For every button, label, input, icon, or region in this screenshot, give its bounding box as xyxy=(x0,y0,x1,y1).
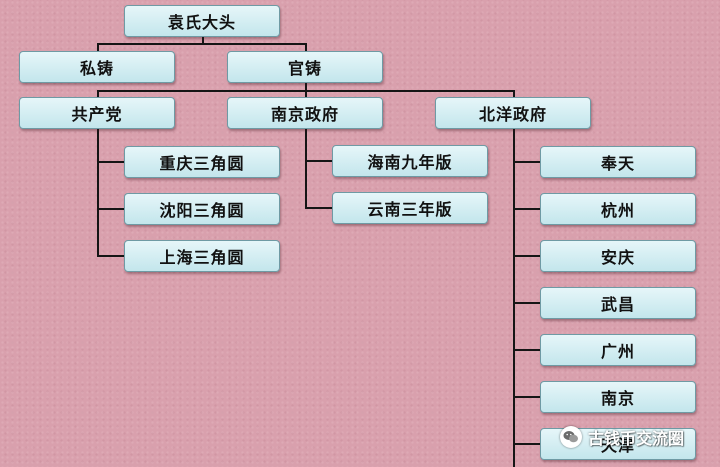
node-beiyang-item: 杭州 xyxy=(540,193,696,225)
connector-nanjing-item-1 xyxy=(305,160,333,162)
node-official-casting: 官铸 xyxy=(227,51,383,83)
node-beiyang-item: 武昌 xyxy=(540,287,696,319)
node-beiyang-item: 奉天 xyxy=(540,146,696,178)
connector-nanjing xyxy=(305,90,307,98)
node-root: 袁氏大头 xyxy=(124,5,280,37)
node-nanjing-item: 云南三年版 xyxy=(332,192,488,224)
connector-nanjing-spine xyxy=(305,128,307,209)
node-communist-item: 重庆三角圆 xyxy=(124,146,280,178)
node-beiyang-item: 安庆 xyxy=(540,240,696,272)
connector-branch-bar xyxy=(97,43,307,45)
node-beiyang-government: 北洋政府 xyxy=(435,97,591,129)
connector-communist-item-3 xyxy=(97,255,125,257)
connector-communist-item-2 xyxy=(97,208,125,210)
node-communist-item: 上海三角圆 xyxy=(124,240,280,272)
connector-private xyxy=(97,43,99,52)
node-communist: 共产党 xyxy=(19,97,175,129)
node-beiyang-item: 广州 xyxy=(540,334,696,366)
connector-communist xyxy=(97,90,99,98)
connector-communist-item-1 xyxy=(97,161,125,163)
connector-beiyang-item-3 xyxy=(513,255,541,257)
node-nanjing-item: 海南九年版 xyxy=(332,145,488,177)
connector-beiyang-spine xyxy=(513,128,515,467)
connector-nanjing-item-2 xyxy=(305,207,333,209)
connector-beiyang-item-1 xyxy=(513,161,541,163)
node-beiyang-item: 南京 xyxy=(540,381,696,413)
wechat-icon xyxy=(560,426,582,448)
watermark: 古钱币交流圈 xyxy=(560,424,684,450)
watermark-text: 古钱币交流圈 xyxy=(588,429,685,448)
connector-official xyxy=(305,43,307,52)
connector-communist-spine xyxy=(97,128,99,257)
connector-beiyang xyxy=(513,90,515,98)
connector-beiyang-item-2 xyxy=(513,208,541,210)
node-private-casting: 私铸 xyxy=(19,51,175,83)
connector-beiyang-item-4 xyxy=(513,302,541,304)
connector-root-down xyxy=(202,36,204,44)
node-communist-item: 沈阳三角圆 xyxy=(124,193,280,225)
node-nanjing-government: 南京政府 xyxy=(227,97,383,129)
connector-beiyang-item-5 xyxy=(513,349,541,351)
connector-beiyang-item-6 xyxy=(513,396,541,398)
connector-beiyang-item-7 xyxy=(513,443,541,445)
connector-official-down xyxy=(305,82,307,91)
